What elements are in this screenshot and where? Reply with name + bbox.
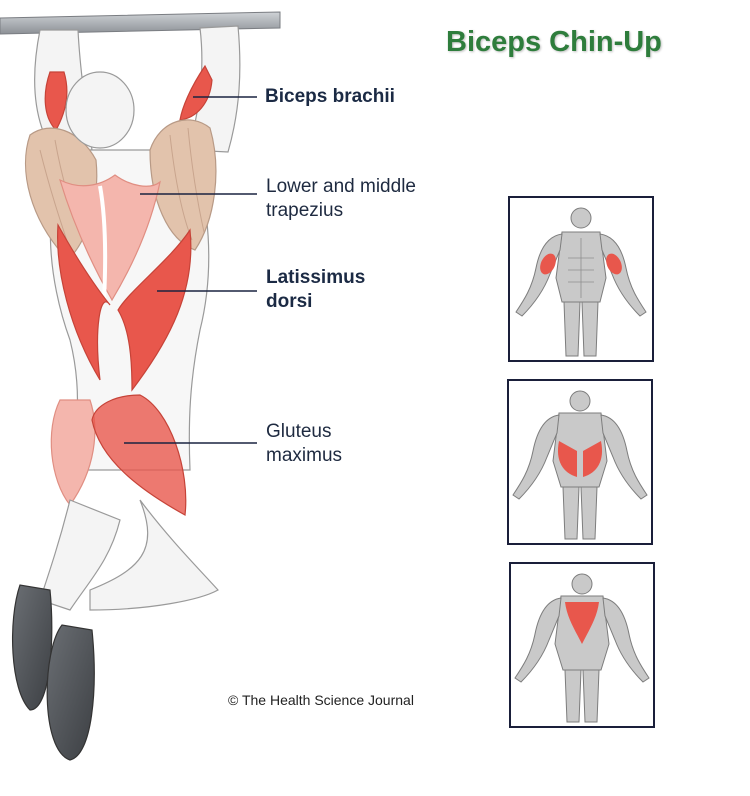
thumbnail-back-trapezius — [509, 562, 655, 728]
anatomy-front-figure — [515, 207, 647, 357]
deltoid-right — [149, 119, 217, 251]
thumb-trapezius — [565, 602, 599, 644]
copyright-credit: © The Health Science Journal — [228, 692, 414, 708]
body-figure — [11, 25, 241, 761]
gluteus-left — [50, 399, 96, 506]
label-latissimus-dorsi: Latissimus dorsi — [266, 266, 365, 314]
trapezius — [59, 174, 161, 302]
thumbnail-back-latissimus — [507, 379, 653, 545]
anatomy-back-figure-traps — [514, 573, 650, 723]
label-trapezius: Lower and middle trapezius — [266, 175, 416, 223]
label-latissimus-line-2: dorsi — [266, 291, 313, 312]
label-trapezius-line-2: trapezius — [266, 200, 344, 221]
shoe-right — [46, 624, 95, 761]
label-gluteus-line-2: maximus — [266, 445, 343, 466]
latissimus-left — [57, 222, 111, 381]
pointer-lines — [124, 96, 257, 444]
head — [65, 71, 135, 149]
thumb-biceps-right — [606, 253, 622, 275]
label-latissimus-line-1: Latissimus — [266, 267, 366, 288]
label-gluteus-maximus: Gluteus maximus — [266, 420, 342, 468]
thumb-lats-right — [583, 441, 603, 477]
latissimus-right — [117, 228, 192, 392]
shoe-left — [11, 584, 53, 711]
anatomy-back-figure-lats — [512, 390, 648, 540]
page-title: Biceps Chin-Up — [446, 26, 662, 58]
gluteus-right — [91, 394, 187, 516]
thumb-biceps-left — [540, 253, 556, 275]
biceps-right — [179, 64, 213, 121]
label-trapezius-line-1: Lower and middle — [266, 176, 416, 197]
label-biceps-brachii: Biceps brachii — [265, 85, 395, 109]
label-gluteus-line-1: Gluteus — [266, 421, 332, 442]
label-biceps-line-1: Biceps brachii — [265, 86, 395, 107]
thumb-lats-left — [557, 441, 577, 477]
thumbnail-front-biceps — [508, 196, 654, 362]
